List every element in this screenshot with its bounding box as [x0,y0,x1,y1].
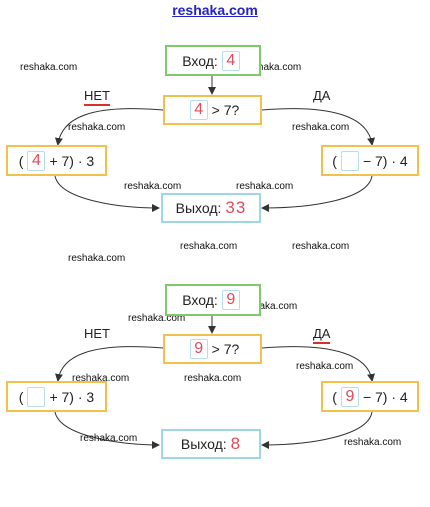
arrow-no-branch-1 [54,108,164,146]
input-label: Вход: [182,52,218,69]
watermark: reshaka.com [68,253,126,264]
condition-box-2: 9 > 7? [163,334,262,364]
expr-rest: + 7) · 3 [49,388,95,405]
output-label: Выход: [180,436,227,452]
watermark: reshaka.com [72,373,130,384]
watermark: reshaka.com [128,313,186,324]
expr-value: 9 [340,386,359,407]
condition-text: > 7? [211,341,240,357]
watermark: reshaka.com [180,241,238,252]
input-box-2: Вход: 9 [165,284,261,316]
watermark: reshaka.com [236,181,294,192]
watermark: reshaka.com [184,373,242,384]
output-value: 8 [230,434,242,453]
watermark: reshaka.com [124,181,182,192]
expr-open: ( [332,152,337,169]
watermark: reshaka.com [292,241,350,252]
no-label-2: НЕТ [84,326,110,341]
arrow-right-to-output-2 [261,411,373,449]
arrow-left-to-output-2 [54,411,160,449]
arrow-right-to-output-1 [261,175,373,212]
expr-value-empty [340,150,359,171]
output-box-2: Выход: 8 [161,429,261,459]
watermark: reshaka.com [244,62,302,73]
watermark: reshaka.com [292,122,350,133]
expr-rest: − 7) · 4 [362,152,408,169]
watermark: reshaka.com [80,433,138,444]
arrow-no-branch-2 [55,346,164,382]
condition-box-1: 4 > 7? [163,95,262,125]
expr-value: 4 [27,150,46,171]
input-label: Вход: [182,292,218,308]
left-expr-box-2: ( + 7) · 3 [6,381,107,412]
expr-rest: + 7) · 3 [49,152,95,169]
output-label: Выход: [175,200,222,216]
input-value: 9 [221,290,240,310]
left-expr-box-1: ( 4 + 7) · 3 [6,145,107,176]
watermark: reshaka.com [68,122,126,133]
arrow-left-to-output-1 [54,175,160,212]
header-watermark: reshaka.com [172,2,258,18]
expr-open: ( [18,152,24,169]
output-box-1: Выход: 33 [161,193,261,223]
expr-open: ( [18,388,24,405]
right-expr-box-1: ( − 7) · 4 [321,145,419,176]
output-value: 33 [225,198,247,217]
input-value: 4 [221,50,240,71]
arrow-yes-branch-2 [261,346,375,382]
yes-label-2: ДА [313,326,331,344]
yes-label-1: ДА [313,88,331,103]
condition-value: 9 [189,339,208,359]
arrow-yes-branch-1 [261,108,376,146]
watermark: reshaka.com [240,301,298,312]
no-label-1: НЕТ [84,88,110,106]
expr-value-empty [27,386,46,407]
watermark: reshaka.com [296,361,354,372]
watermark: reshaka.com [20,62,78,73]
input-box-1: Вход: 4 [165,45,261,76]
condition-value: 4 [189,100,208,120]
condition-text: > 7? [211,102,240,118]
expr-rest: − 7) · 4 [362,388,408,405]
watermark: reshaka.com [344,437,402,448]
expr-open: ( [332,388,337,405]
right-expr-box-2: ( 9 − 7) · 4 [321,381,419,412]
